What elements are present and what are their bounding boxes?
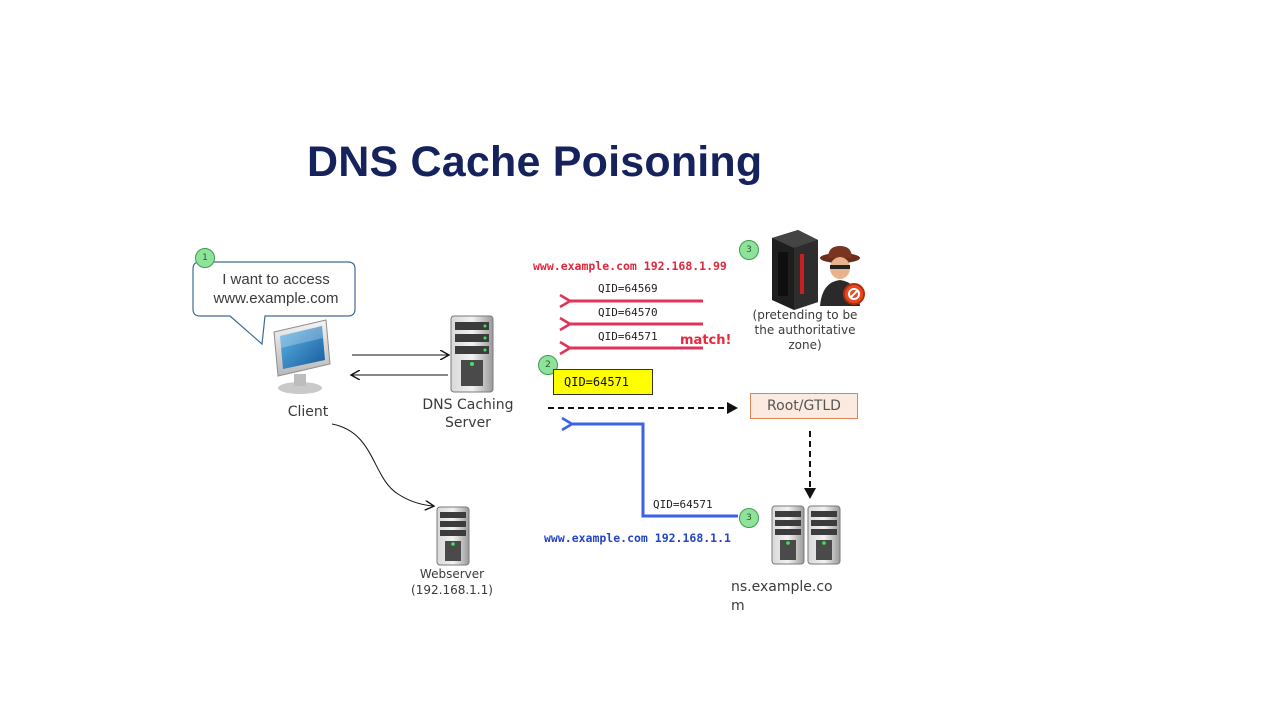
dns-server-label: DNS Caching Server <box>422 397 514 431</box>
spoof-qid-1: QID=64569 <box>598 282 658 295</box>
dns-server-icon <box>450 315 494 393</box>
client-to-webserver-arrow <box>331 423 433 506</box>
webserver-label: Webserver (192.168.1.1) <box>411 567 493 597</box>
ns-example-label: ns.example.co m <box>731 579 833 614</box>
root-gtld-box: Root/GTLD <box>750 393 858 419</box>
spoof-qid-2: QID=64570 <box>598 306 658 319</box>
attacker-note: (pretending to be the authoritative zone… <box>752 308 858 352</box>
legit-qid-label: QID=64571 <box>653 498 713 511</box>
spoof-qid-3: QID=64571 <box>598 330 658 343</box>
step-badge-3-attacker: 3 <box>739 240 759 260</box>
webserver-icon <box>436 506 470 566</box>
legit-response-arrow <box>571 424 738 518</box>
hacker-icon <box>820 246 865 306</box>
speech-bubble-text: I want to access www.example.com <box>213 271 339 307</box>
query-qid-box: QID=64571 <box>553 369 653 395</box>
step-badge-1: 1 <box>195 248 215 268</box>
legit-response-label: www.example.com 192.168.1.1 <box>544 531 731 545</box>
step-badge-3-legit: 3 <box>739 508 759 528</box>
match-label: match! <box>680 333 732 348</box>
ns-server-icon-1 <box>771 505 805 565</box>
client-label: Client <box>287 404 329 420</box>
spoofed-response-label: www.example.com 192.168.1.99 <box>533 259 727 273</box>
client-computer-icon <box>273 319 331 394</box>
ns-server-icon-2 <box>807 505 841 565</box>
speech-bubble <box>192 261 356 346</box>
page-title: DNS Cache Poisoning <box>307 138 763 186</box>
attacker-server-icon <box>772 230 818 310</box>
